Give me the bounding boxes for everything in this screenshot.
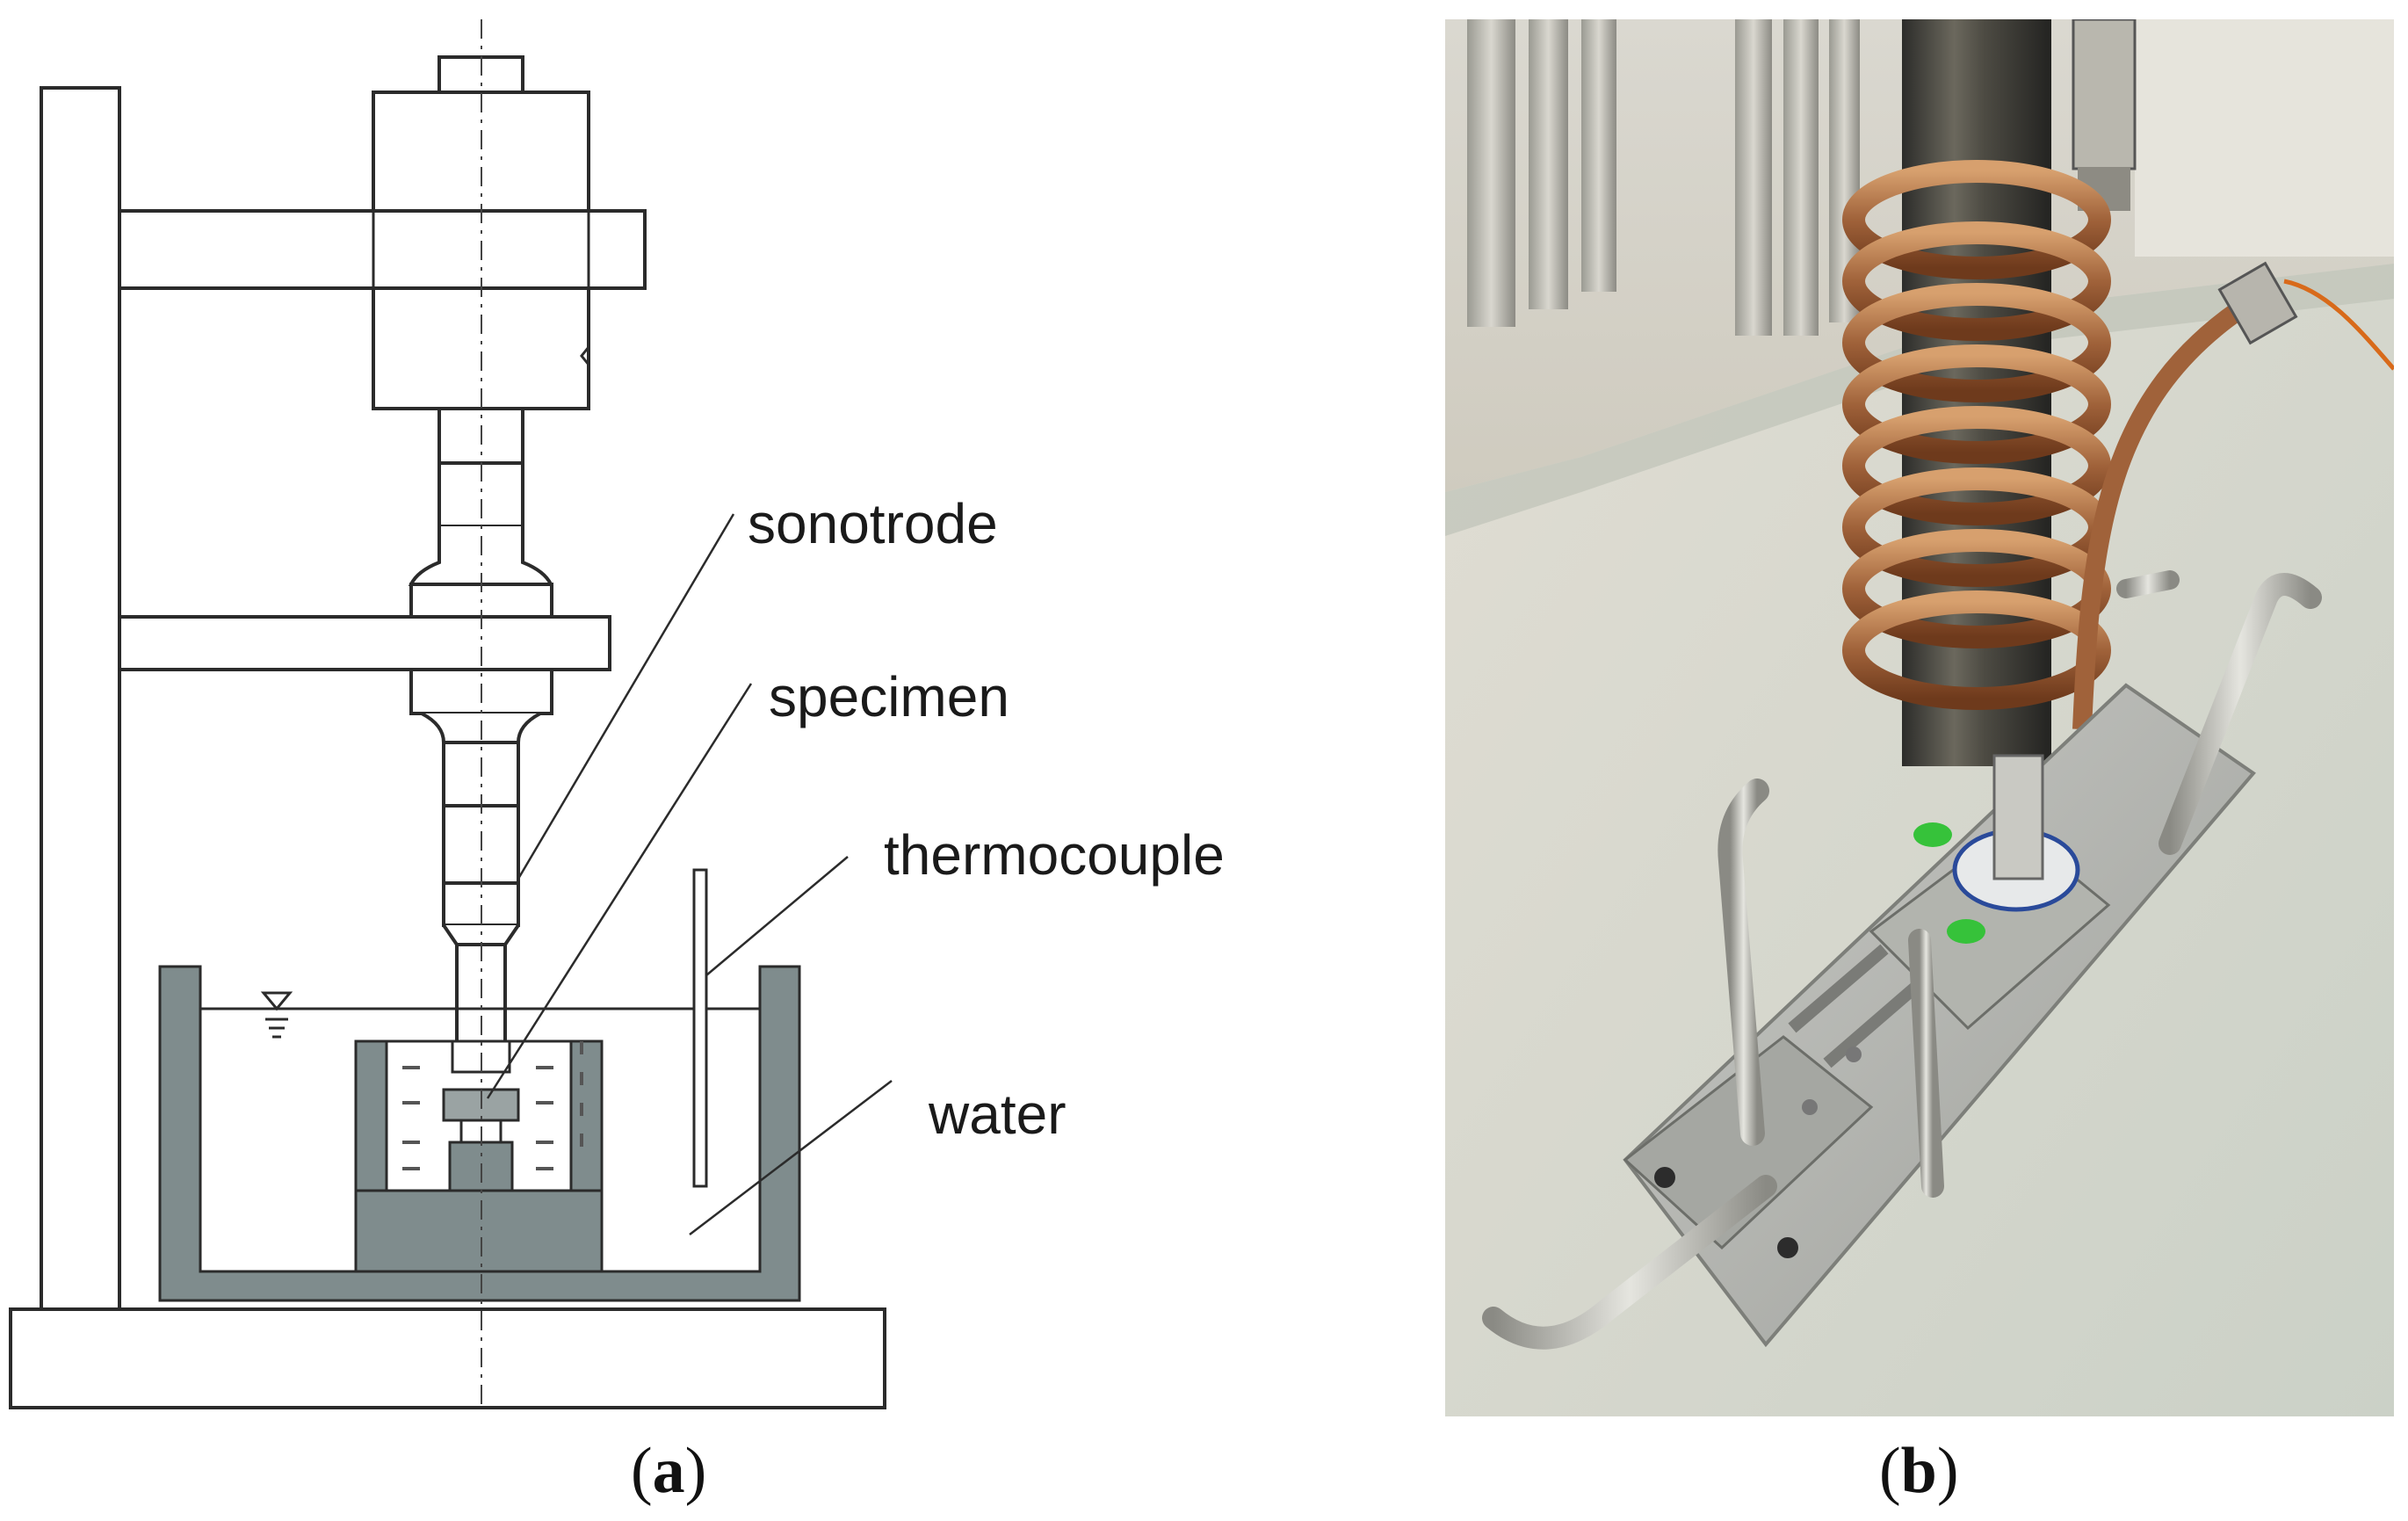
caption-a-letter: a [653, 1435, 685, 1507]
panel-a-schematic [9, 19, 893, 1409]
water-level-symbol [260, 991, 293, 1039]
base-plate [9, 1307, 886, 1409]
caption-a: (a) [631, 1435, 706, 1507]
thermocouple-probe [692, 868, 708, 1188]
label-specimen: specimen [769, 665, 1009, 728]
copper-coil [1842, 160, 2111, 710]
leader-lines [486, 513, 893, 1235]
caption-a-open: ( [631, 1435, 653, 1507]
caption-b: (b) [1879, 1435, 1958, 1507]
label-sonotrode: sonotrode [748, 492, 998, 555]
sonotrode [442, 741, 520, 1061]
lower-crossarm [118, 615, 611, 671]
label-water: water [928, 1083, 1067, 1146]
frame-column [40, 86, 121, 1311]
threaded-rods [1482, 570, 2322, 1350]
caption-b-close: ) [1937, 1435, 1959, 1507]
caption-b-letter: b [1901, 1435, 1937, 1507]
caption-b-open: ( [1879, 1435, 1901, 1507]
water-vessel [158, 965, 801, 1302]
panel-b-photo [1445, 19, 2394, 1416]
label-thermocouple: thermocouple [884, 823, 1225, 887]
caption-a-close: ) [685, 1435, 707, 1507]
